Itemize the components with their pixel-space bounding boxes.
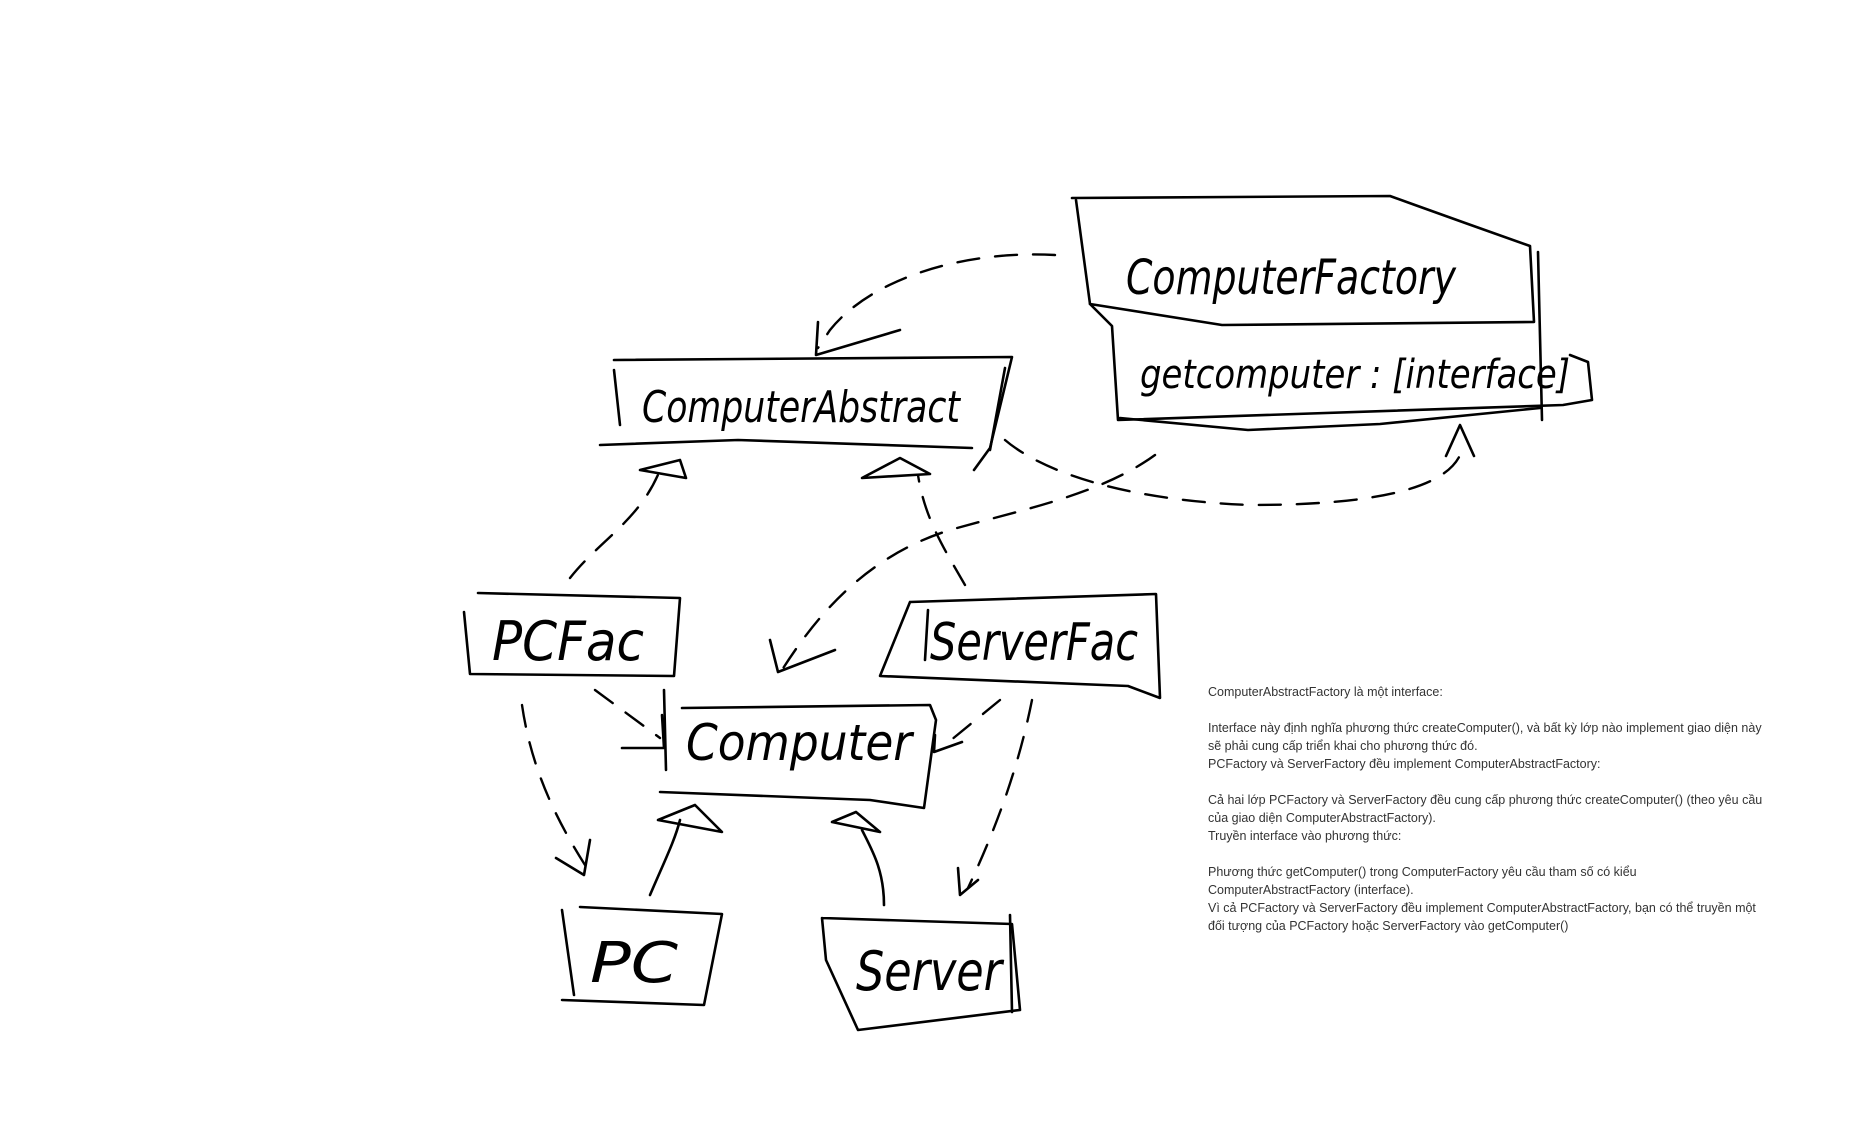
note-heading-passing: Truyền interface vào phương thức: <box>1208 829 1402 843</box>
abstract-to-factory-head <box>1444 423 1476 458</box>
serverfac-to-abstract-arrow <box>916 473 967 587</box>
computer-title: Computer <box>686 714 915 772</box>
computer-factory-box: ComputerFactory getcomputer : [interface… <box>1070 194 1594 432</box>
computer-factory-title: ComputerFactory <box>1126 250 1456 306</box>
pcfac-to-pc-arrow <box>520 703 587 867</box>
factory-to-abstract-arrow <box>816 253 1057 350</box>
pcfac-to-abstract-head <box>638 458 688 480</box>
pc-box: PC <box>560 905 724 1007</box>
server-to-computer-arrow <box>860 828 886 907</box>
computer-abstract-box: ComputerAbstract <box>598 355 1014 472</box>
note-heading-interface: ComputerAbstractFactory là một interface… <box>1208 685 1443 699</box>
serverfac-to-abstract-head <box>860 456 932 480</box>
abstract-to-factory-arrow <box>1003 438 1464 507</box>
computer-abstract-title: ComputerAbstract <box>642 382 961 433</box>
explanation-notes: ComputerAbstractFactory là một interface… <box>1208 683 1768 935</box>
server-title: Server <box>856 940 1004 1003</box>
factory-to-abstract-arrowhead <box>814 320 902 357</box>
server-to-computer-head <box>830 810 882 834</box>
pcfac-to-abstract-arrow <box>568 468 662 580</box>
server-fac-title: ServerFac <box>930 613 1138 673</box>
computer-factory-method: getcomputer : [interface] <box>1140 352 1570 398</box>
pc-fac-title: PCFac <box>492 610 644 673</box>
connector-arrows <box>520 253 1476 907</box>
note-paragraph-param: Phương thức getComputer() trong Computer… <box>1208 865 1637 897</box>
serverfac-to-computer-arrow <box>943 698 1002 747</box>
pcfac-to-computer-arrow <box>593 688 662 740</box>
pc-title: PC <box>590 931 678 996</box>
pc-fac-box: PCFac <box>462 591 682 678</box>
note-paragraph-interface: Interface này định nghĩa phương thức cre… <box>1208 721 1762 753</box>
pcfac-to-pc-head <box>554 838 592 877</box>
note-paragraph-implement: Cả hai lớp PCFactory và ServerFactory đề… <box>1208 793 1763 825</box>
server-box: Server <box>820 913 1022 1032</box>
note-paragraph-conclusion: Vì cả PCFactory và ServerFactory đều imp… <box>1208 901 1756 933</box>
serverfac-to-server-head <box>956 866 980 897</box>
pcfac-to-computer-head <box>620 713 666 750</box>
note-heading-implement: PCFactory và ServerFactory đều implement… <box>1208 757 1601 771</box>
pc-to-computer-head <box>656 803 724 834</box>
computer-box: Computer <box>658 688 938 810</box>
server-fac-box: ServerFac <box>878 592 1162 700</box>
pc-to-computer-arrow <box>648 818 682 897</box>
serverfac-to-computer-head <box>932 733 964 754</box>
serverfac-to-server-arrow <box>966 698 1034 890</box>
factory-to-computer-head <box>768 638 837 674</box>
